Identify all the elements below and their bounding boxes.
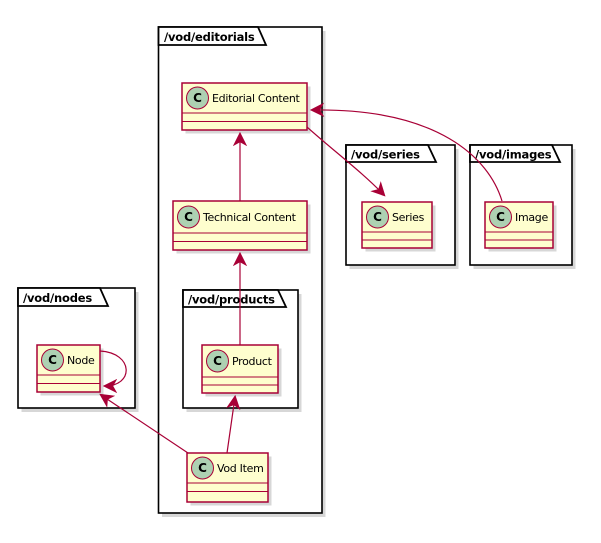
class-series-name: Series <box>392 211 425 224</box>
package-images-tab <box>469 144 562 163</box>
class-vod-item: C Vod Item <box>186 452 272 506</box>
class-icon <box>177 205 200 229</box>
class-icon <box>186 86 209 110</box>
class-icon-letter: C <box>48 353 57 367</box>
class-editorial-content: C Editorial Content <box>181 82 311 134</box>
class-icon-letter: C <box>496 210 505 224</box>
package-products-tab <box>182 289 288 308</box>
edge-vod-item-to-node <box>99 393 189 454</box>
class-icon-letter: C <box>198 461 207 475</box>
class-node-name: Node <box>67 354 95 367</box>
class-icon-letter: C <box>193 91 202 105</box>
class-node: C Node <box>36 344 104 396</box>
edge-node-self-reference <box>99 350 127 394</box>
package-nodes-tab <box>17 287 110 307</box>
class-icon <box>191 456 214 480</box>
edge-vod-item-to-product <box>226 394 241 454</box>
class-product: C Product <box>201 344 282 397</box>
class-editorial-content-name: Editorial Content <box>212 92 301 105</box>
class-vod-item-name: Vod Item <box>217 462 264 475</box>
package-series-label: /vod/series <box>351 148 420 162</box>
package-products-label: /vod/products <box>188 293 275 307</box>
class-series: C Series <box>361 201 436 252</box>
class-image-name: Image <box>515 211 548 224</box>
class-icon <box>366 205 389 229</box>
class-icon-letter: C <box>213 354 222 368</box>
class-technical-content-name: Technical Content <box>202 211 297 224</box>
package-nodes-label: /vod/nodes <box>23 291 92 305</box>
package-series-tab <box>345 144 438 163</box>
class-icon <box>206 349 229 373</box>
package-images-label: /vod/images <box>475 148 552 162</box>
class-icon <box>489 205 512 229</box>
edge-image-to-editorial-content <box>309 102 503 202</box>
class-product-name: Product <box>232 355 273 368</box>
edge-editorial-content-to-series <box>306 126 386 197</box>
package-editorials-label: /vod/editorials <box>164 30 255 44</box>
class-technical-content: C Technical Content <box>172 200 311 254</box>
class-icon-letter: C <box>373 210 382 224</box>
class-image: C Image <box>484 201 557 252</box>
package-editorials-tab <box>157 26 268 46</box>
class-icon <box>41 348 64 372</box>
class-icon-letter: C <box>184 210 193 224</box>
